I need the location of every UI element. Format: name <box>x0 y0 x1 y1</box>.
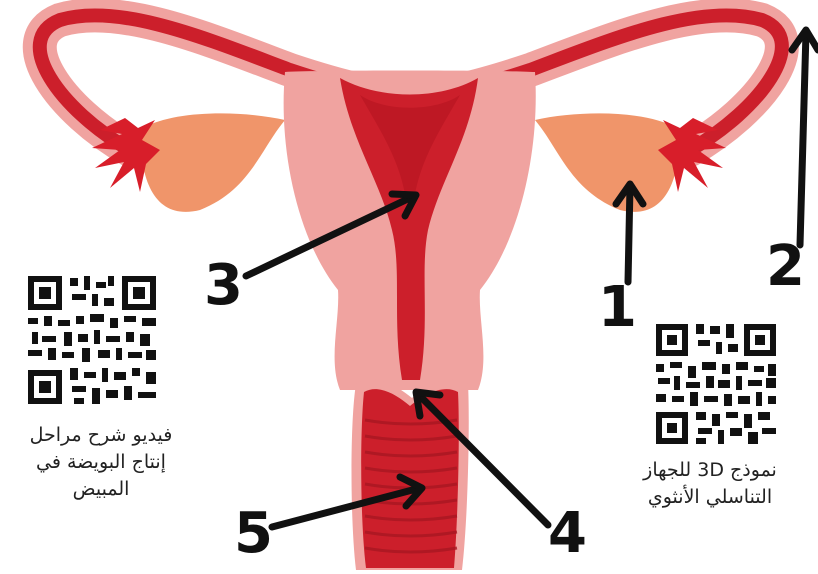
label-2: 2 <box>766 234 805 299</box>
qr-code-left-icon[interactable] <box>28 276 156 404</box>
label-4: 4 <box>548 501 587 566</box>
label-3: 3 <box>204 253 243 318</box>
label-1: 1 <box>598 275 637 340</box>
caption-ovary-video: فيديو شرح مراحل إنتاج البويضة في المبيض <box>12 422 190 503</box>
arrow-1 <box>616 184 643 282</box>
label-5: 5 <box>234 501 273 566</box>
vagina <box>352 379 469 570</box>
caption-3d-model-line2: التناسلي الأنثوي <box>622 484 798 511</box>
caption-3d-model: نموذج 3D للجهاز التناسلي الأنثوي <box>622 457 798 511</box>
caption-3d-model-line1: نموذج 3D للجهاز <box>622 457 798 484</box>
qr-code-right-icon[interactable] <box>656 324 776 444</box>
uterus <box>284 71 536 391</box>
